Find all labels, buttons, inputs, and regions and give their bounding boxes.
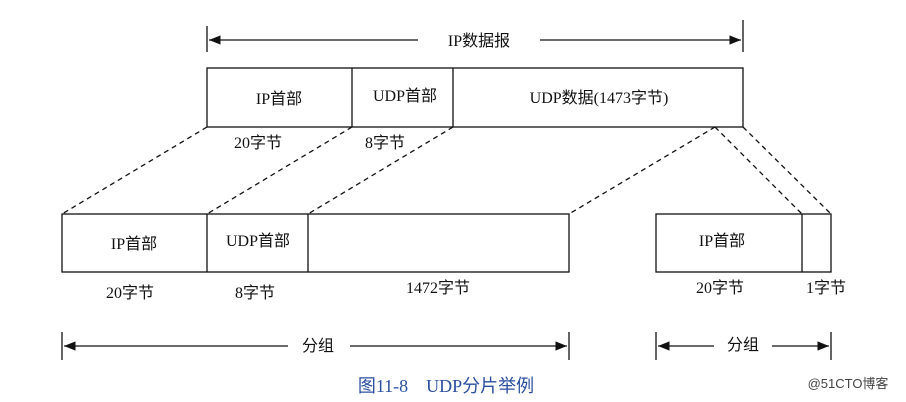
fragment-1-box <box>61 213 570 273</box>
mapping-line-2 <box>206 126 353 215</box>
datagram: IP首部 UDP首部 UDP数据(1473字节) 20字节 8字节 <box>206 67 744 152</box>
datagram-span-label-bg <box>418 28 540 52</box>
fragment-2-span: 分组 <box>655 332 832 360</box>
fragment-1-udp-header-size: 8字节 <box>235 284 275 302</box>
datagram-box <box>206 67 744 128</box>
fragment-2-ip-header-label: IP首部 <box>699 232 745 250</box>
fragment-1-span-label: 分组 <box>302 337 334 355</box>
mapping-line-4 <box>568 126 716 215</box>
fragment-1-data-size: 1472字节 <box>406 279 470 297</box>
fragment-2-data-size: 1字节 <box>806 279 846 297</box>
figure-caption: 图11-8 UDP分片举例 <box>358 376 534 396</box>
fragment-1-span-label-bg <box>288 333 350 359</box>
datagram-span: IP数据报 <box>206 20 744 52</box>
datagram-udp-header-label: UDP首部 <box>373 87 437 105</box>
watermark: @51CTO博客 <box>808 376 889 391</box>
fragment-1-ip-header-label: IP首部 <box>111 235 157 253</box>
mapping-line-6 <box>742 126 832 215</box>
datagram-span-label: IP数据报 <box>448 32 510 50</box>
datagram-udp-data-label: UDP数据(1473字节) <box>530 89 669 107</box>
datagram-ip-header-size: 20字节 <box>234 134 282 152</box>
datagram-udp-header-size: 8字节 <box>365 134 405 152</box>
fragment-2-span-label-bg <box>714 333 772 359</box>
fragment-2-span-label: 分组 <box>727 336 759 354</box>
fragment-2: IP首部 20字节 1字节 <box>655 213 846 297</box>
mapping-line-1 <box>61 126 208 215</box>
fragment-1: IP首部 UDP首部 20字节 8字节 1472字节 <box>61 213 570 302</box>
fragment-1-span: 分组 <box>61 332 570 360</box>
mapping-lines <box>61 126 832 215</box>
fragment-2-ip-header-size: 20字节 <box>696 279 744 297</box>
fragment-1-ip-header-size: 20字节 <box>106 284 154 302</box>
mapping-line-5 <box>714 126 803 215</box>
datagram-ip-header-label: IP首部 <box>256 90 302 108</box>
fragment-1-udp-header-label: UDP首部 <box>226 232 290 250</box>
mapping-line-3 <box>307 126 454 215</box>
